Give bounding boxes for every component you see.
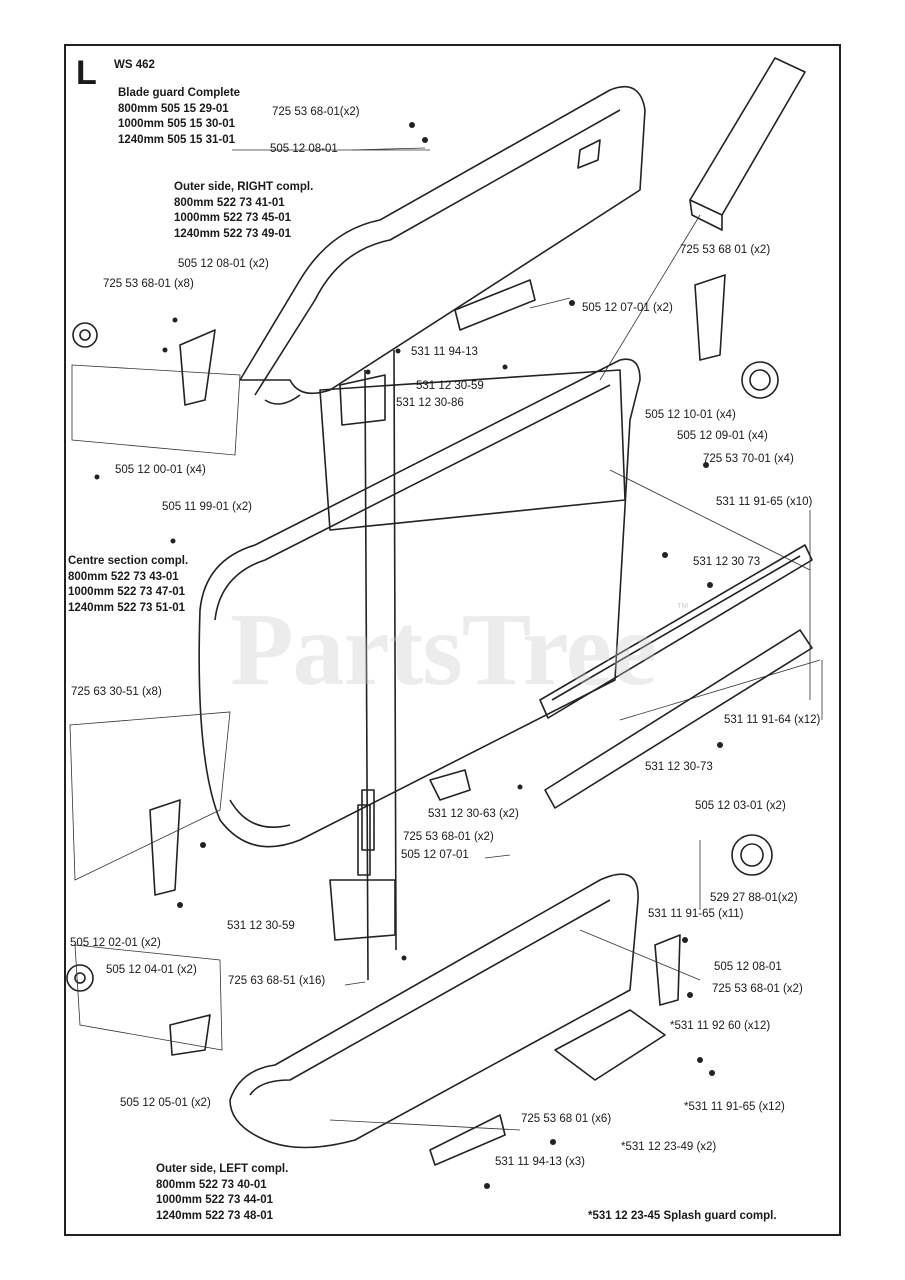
outer-left-group: Outer side, LEFT compl. 800mm 522 73 40-…	[156, 1162, 288, 1224]
callout-label: 529 27 88-01(x2)	[710, 892, 798, 904]
callout-label: 531 12 30-86	[396, 397, 464, 409]
outer-right-title: Outer side, RIGHT compl.	[174, 181, 314, 193]
blade-guard-row: 800mm 505 15 29-01	[118, 102, 229, 115]
blade-guard-row: 1240mm 505 15 31-01	[118, 133, 236, 146]
callout-label: *531 11 91-65 (x12)	[684, 1101, 785, 1113]
callout-label: 725 53 68 01 (x2)	[680, 244, 771, 256]
outer-right-row: 800mm 522 73 41-01	[174, 196, 285, 209]
callout-label: 531 12 30-73	[645, 761, 713, 773]
watermark-trademark: ™	[676, 600, 689, 615]
callout-label: 725 53 68 01 (x6)	[521, 1113, 612, 1125]
callout-label: 531 11 91-65 (x10)	[716, 496, 813, 508]
callout-label: *531 12 23-49 (x2)	[621, 1141, 717, 1153]
right-top-plate-part	[689, 57, 806, 231]
callout-label: 505 12 04-01 (x2)	[106, 964, 197, 976]
callout-label: 531 11 91-65 (x11)	[648, 908, 744, 920]
bracket-parts	[149, 274, 726, 1166]
callout-label: 725 53 68-01 (x8)	[103, 278, 194, 290]
blade-guard-group: Blade guard Complete 800mm 505 15 29-01 …	[118, 86, 240, 148]
callout-label: 725 53 68-01 (x2)	[712, 983, 803, 995]
callout-label: 505 12 03-01 (x2)	[695, 800, 786, 812]
callout-label: 505 12 02-01 (x2)	[70, 937, 161, 949]
scraper-blade-upper-part	[539, 544, 813, 719]
outer-left-row: 1240mm 522 73 48-01	[156, 1209, 274, 1222]
outer-left-title: Outer side, LEFT compl.	[156, 1163, 289, 1175]
blade-guard-part	[239, 85, 646, 405]
callout-label: 531 11 94-13	[411, 346, 478, 358]
callout-label: 531 11 94-13 (x3)	[495, 1156, 585, 1168]
callout-label: 505 12 00-01 (x4)	[115, 464, 206, 476]
shaft-parts	[357, 349, 397, 981]
callout-label: 531 12 30-59	[227, 920, 295, 932]
section-letter: L	[76, 54, 97, 92]
callout-label: 725 53 68-01 (x2)	[403, 831, 494, 843]
watermark: PartsTree	[230, 592, 657, 707]
outer-right-row: 1240mm 522 73 49-01	[174, 227, 292, 240]
centre-title: Centre section compl.	[68, 555, 189, 567]
centre-row: 1240mm 522 73 51-01	[68, 601, 186, 614]
callout-label: 505 12 07-01 (x2)	[582, 302, 673, 314]
callout-label: 531 12 30-63 (x2)	[428, 808, 519, 820]
callout-label: 725 53 70-01 (x4)	[703, 453, 794, 465]
roller-wheels	[66, 322, 779, 992]
centre-group: Centre section compl. 800mm 522 73 43-01…	[68, 554, 188, 616]
blade-guard-row: 1000mm 505 15 30-01	[118, 118, 236, 131]
callout-label: 505 12 09-01 (x4)	[677, 430, 768, 442]
callout-label: 725 63 68-51 (x16)	[228, 975, 326, 987]
dashed-outline-centre-panel	[69, 711, 231, 881]
splash-guard-note: *531 12 23-45 Splash guard compl.	[588, 1210, 777, 1222]
callout-label: 725 53 68-01(x2)	[272, 106, 360, 118]
model-label: WS 462	[114, 59, 155, 71]
diagram-frame	[64, 44, 841, 1236]
centre-section-part	[198, 358, 641, 848]
outer-right-group: Outer side, RIGHT compl. 800mm 522 73 41…	[174, 180, 313, 242]
callout-label: 505 12 10-01 (x4)	[645, 409, 736, 421]
scraper-blade-lower-part	[544, 629, 813, 809]
callout-label: 505 12 07-01	[401, 849, 469, 861]
callout-label: 505 12 08-01	[270, 143, 338, 155]
centre-row: 1000mm 522 73 47-01	[68, 586, 186, 599]
splash-guard-part	[554, 1009, 666, 1081]
callout-label: 505 11 99-01 (x2)	[162, 501, 252, 513]
callout-label: 531 12 30-59	[416, 380, 484, 392]
outer-right-row: 1000mm 522 73 45-01	[174, 212, 292, 225]
callout-label: 531 12 30 73	[693, 556, 761, 568]
callout-label: 505 12 08-01 (x2)	[178, 258, 269, 270]
outer-left-row: 1000mm 522 73 44-01	[156, 1194, 274, 1207]
outer-left-part	[229, 873, 639, 1149]
callout-label: 531 11 91-64 (x12)	[724, 714, 821, 726]
outer-left-row: 800mm 522 73 40-01	[156, 1178, 267, 1191]
centre-row: 800mm 522 73 43-01	[68, 570, 179, 583]
dashed-outline-right-panel	[71, 364, 241, 456]
callout-label: 505 12 05-01 (x2)	[120, 1097, 211, 1109]
blade-guard-title: Blade guard Complete	[118, 87, 241, 99]
callout-label: 505 12 08-01	[714, 961, 782, 973]
dashed-outline-left-panel	[74, 944, 223, 1051]
callout-label: 725 63 30-51 (x8)	[71, 686, 162, 698]
callout-label: *531 11 92 60 (x12)	[670, 1020, 771, 1032]
